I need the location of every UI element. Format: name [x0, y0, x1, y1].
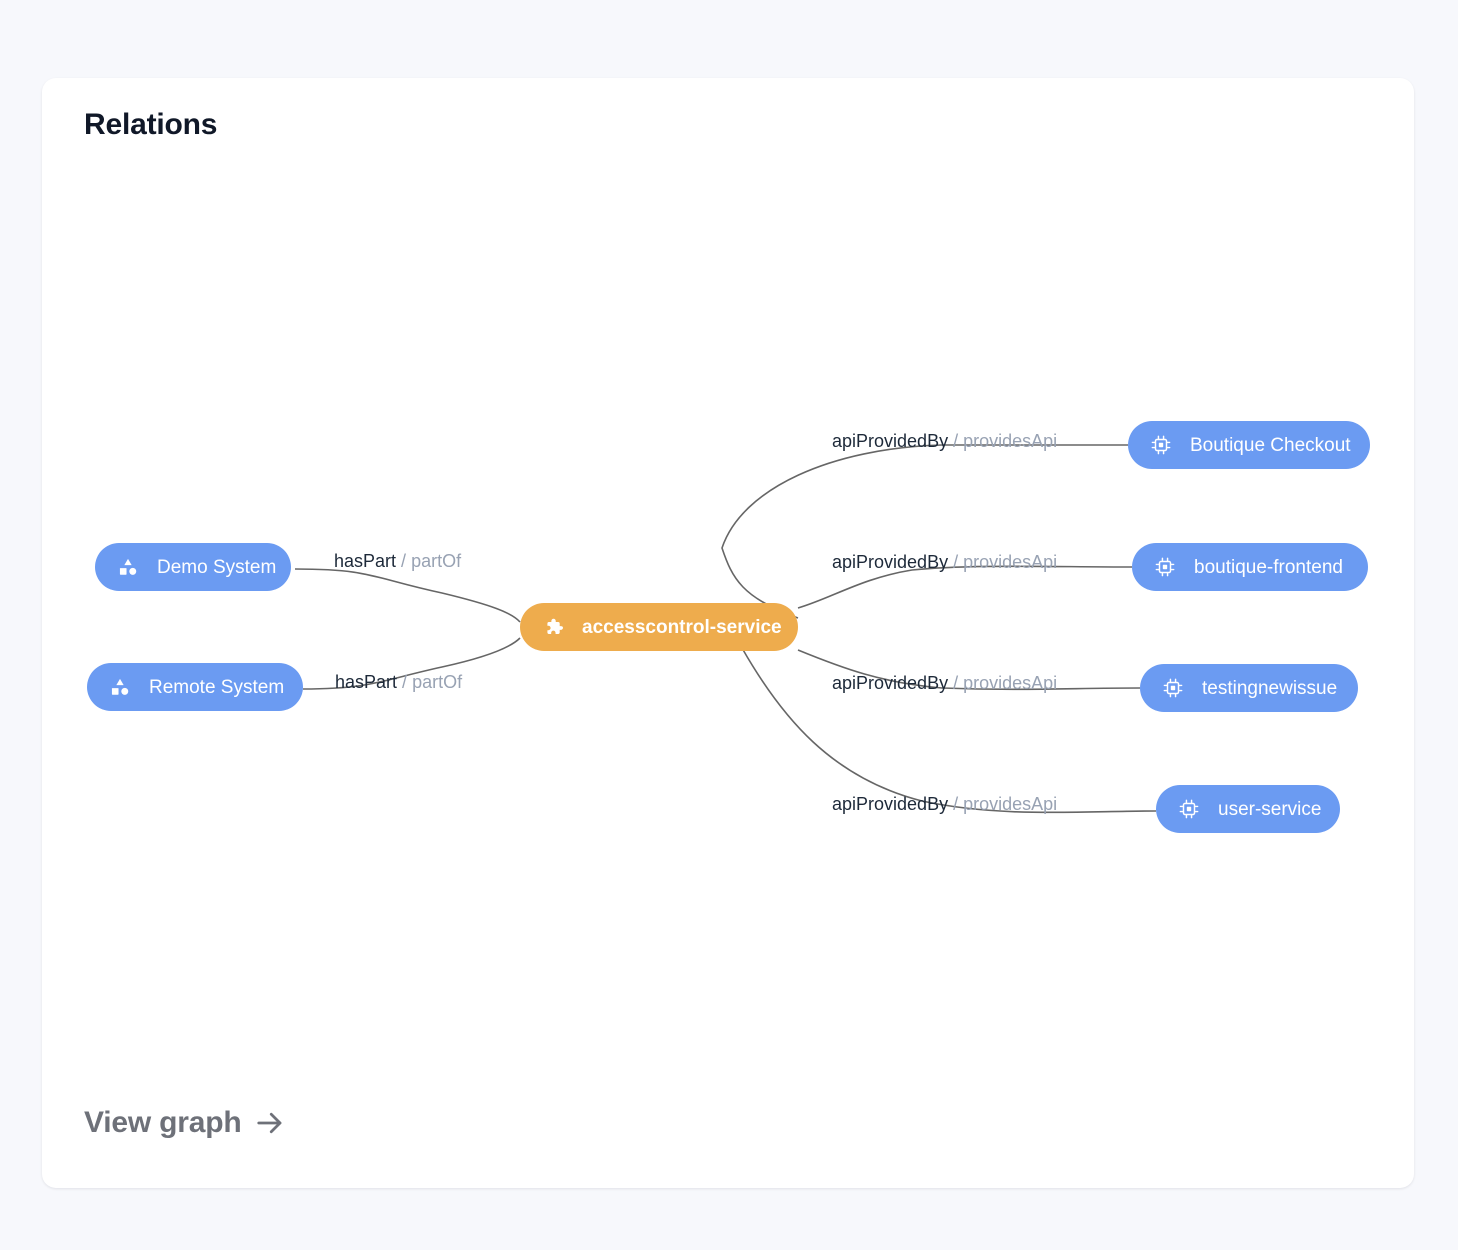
edge-label-forward: hasPart [334, 551, 397, 571]
graph-node-demo-system[interactable]: Demo System [95, 543, 291, 591]
graph-node-label: Demo System [157, 556, 277, 578]
cpu-chip-icon [1162, 677, 1184, 699]
edge-label-reverse: providesApi [963, 673, 1058, 693]
graph-node-accesscontrol-service[interactable]: accesscontrol-service [520, 603, 798, 651]
edge-label-forward: apiProvidedBy [832, 794, 949, 814]
edge-label-forward: apiProvidedBy [832, 431, 949, 451]
edge-label-reverse: providesApi [963, 794, 1058, 814]
graph-node-boutique-checkout[interactable]: Boutique Checkout [1128, 421, 1370, 469]
graph-node-label: Remote System [149, 676, 285, 698]
graph-edge-label-boutique-checkout: apiProvidedBy/providesApi [832, 432, 1057, 450]
edge-label-reverse: providesApi [963, 431, 1058, 451]
graph-edge-remote-system [302, 637, 521, 690]
page-title: Relations [84, 108, 218, 141]
graph-edge-label-remote-system: hasPart/partOf [335, 673, 462, 691]
edge-label-separator: / [953, 673, 959, 693]
view-graph-link[interactable]: View graph [84, 1106, 286, 1140]
graph-edge-boutique-frontend [797, 565, 1133, 609]
edge-label-reverse: partOf [411, 551, 462, 571]
cpu-chip-icon [1154, 556, 1176, 578]
graph-node-label: accesscontrol-service [582, 616, 782, 638]
graph-node-label: Boutique Checkout [1190, 434, 1351, 456]
graph-node-remote-system[interactable]: Remote System [87, 663, 303, 711]
edge-label-separator: / [402, 672, 408, 692]
graph-node-label: testingnewissue [1202, 677, 1338, 699]
system-shapes-icon [117, 556, 139, 578]
edge-label-forward: hasPart [335, 672, 398, 692]
graph-edge-demo-system [294, 568, 521, 623]
edge-label-separator: / [401, 551, 407, 571]
edge-label-separator: / [953, 794, 959, 814]
edge-label-separator: / [953, 431, 959, 451]
graph-edge-testingnewissue [797, 649, 1141, 691]
graph-edge-label-boutique-frontend: apiProvidedBy/providesApi [832, 553, 1057, 571]
graph-edge-label-user-service: apiProvidedBy/providesApi [832, 795, 1057, 813]
graph-edge-label-testingnewissue: apiProvidedBy/providesApi [832, 674, 1057, 692]
edge-label-separator: / [953, 552, 959, 572]
graph-node-label: user-service [1218, 798, 1322, 820]
graph-node-testingnewissue[interactable]: testingnewissue [1140, 664, 1358, 712]
arrow-right-icon [254, 1108, 286, 1138]
graph-edges-layer [294, 444, 1157, 814]
graph-node-boutique-frontend[interactable]: boutique-frontend [1132, 543, 1368, 591]
puzzle-piece-icon [542, 616, 564, 638]
cpu-chip-icon [1150, 434, 1172, 456]
graph-edge-label-demo-system: hasPart/partOf [334, 552, 461, 570]
edge-label-reverse: partOf [412, 672, 463, 692]
edge-label-reverse: providesApi [963, 552, 1058, 572]
graph-node-label: boutique-frontend [1194, 556, 1343, 578]
graph-node-user-service[interactable]: user-service [1156, 785, 1340, 833]
system-shapes-icon [109, 676, 131, 698]
graph-edge-boutique-checkout [721, 444, 1128, 619]
edge-label-forward: apiProvidedBy [832, 552, 949, 572]
view-graph-label: View graph [84, 1106, 242, 1139]
cpu-chip-icon [1178, 798, 1200, 820]
edge-label-forward: apiProvidedBy [832, 673, 949, 693]
graph-edge-user-service [741, 647, 1157, 814]
